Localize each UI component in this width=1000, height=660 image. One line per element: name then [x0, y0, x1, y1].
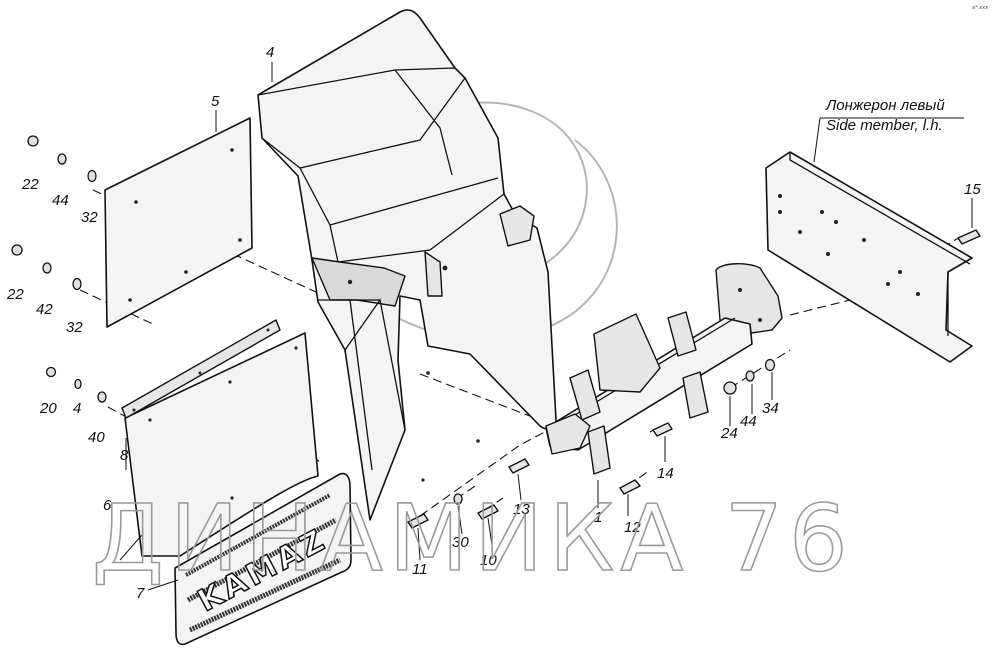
callout-20: 20 — [39, 400, 57, 417]
callout-40: 40 — [88, 429, 105, 446]
part-7-mudflap: KAMAZ — [174, 472, 352, 646]
side-member-label-ru: Лонжерон левый — [825, 97, 945, 114]
callout-12: 12 — [624, 519, 641, 536]
leader-lines — [119, 62, 973, 591]
corner-mark: а*.ххх — [972, 5, 988, 11]
callout-22-b: 22 — [6, 286, 24, 303]
part-6-mudguard-sheet — [124, 332, 319, 557]
part-1-bracket — [545, 263, 783, 475]
callout-14: 14 — [657, 465, 674, 482]
callout-7: 7 — [136, 585, 145, 602]
callout-44-a: 44 — [52, 192, 69, 209]
watermark-text: ДИНАМИКА 76 — [92, 485, 854, 592]
callout-24: 24 — [720, 425, 738, 442]
callout-11: 11 — [412, 561, 428, 578]
part-8-strip — [121, 319, 281, 419]
callout-4: 4 — [266, 44, 274, 61]
callout-34: 34 — [762, 400, 779, 417]
callout-42: 42 — [36, 301, 53, 318]
callout-4-small: 4 — [73, 400, 81, 417]
side-member-label-en: Side member, l.h. — [826, 117, 943, 134]
side-member — [765, 151, 973, 363]
callout-1: 1 — [594, 509, 602, 526]
callout-5: 5 — [211, 93, 220, 110]
callout-32-a: 32 — [81, 209, 98, 226]
callout-6: 6 — [103, 497, 112, 514]
part-4-fender — [257, 9, 557, 521]
callout-30: 30 — [452, 534, 469, 551]
callout-10: 10 — [480, 552, 497, 569]
callout-15: 15 — [964, 181, 981, 198]
callout-13: 13 — [513, 501, 530, 518]
callout-32-b: 32 — [66, 319, 83, 336]
fasteners — [11, 135, 981, 529]
callout-8: 8 — [120, 447, 129, 464]
callout-22-a: 22 — [21, 176, 39, 193]
callout-44-b: 44 — [740, 413, 757, 430]
part-5-plate — [104, 117, 253, 328]
